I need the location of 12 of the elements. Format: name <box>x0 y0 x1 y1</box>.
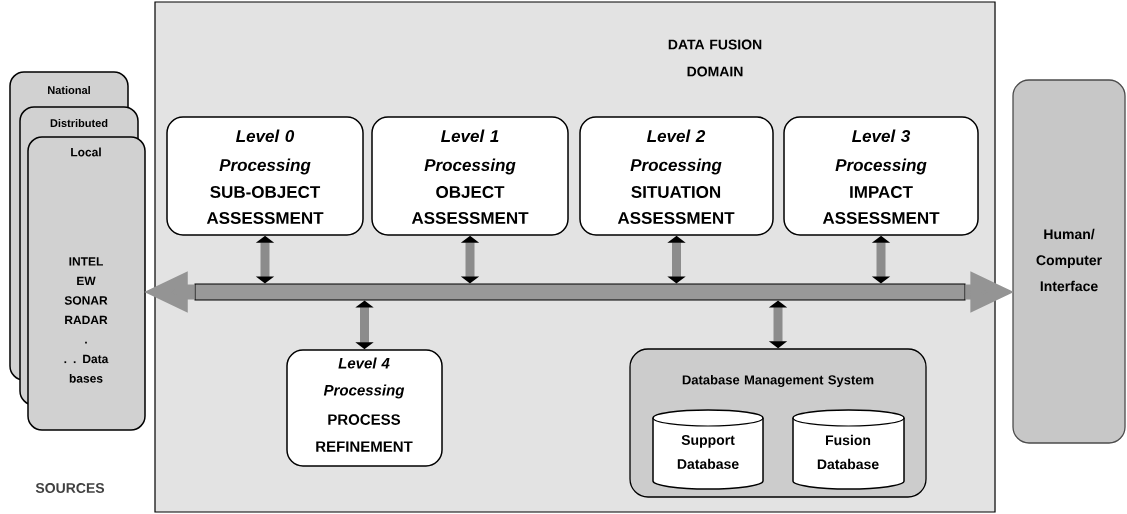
source-card: Local INTEL EW SONAR RADAR . . . Data bases <box>27 136 146 431</box>
process-box: Level 3 Processing IMPACT ASSESSMENT <box>783 116 979 236</box>
double-arrow <box>768 300 788 349</box>
database-cylinder: Fusion Database <box>792 409 905 490</box>
process-box: Level 4 Processing PROCESS REFINEMENT <box>286 349 443 467</box>
database-cylinder: Support Database <box>652 409 764 490</box>
section-label: SOURCES <box>35 483 105 493</box>
interface-box: Human/ Computer Interface <box>1012 79 1126 444</box>
data-bus <box>194 283 966 301</box>
process-box: Level 2 Processing SITUATION ASSESSMENT <box>579 116 774 236</box>
process-box: Level 1 Processing OBJECT ASSESSMENT <box>371 116 569 236</box>
process-box: Level 0 Processing SUB-OBJECT ASSESSMENT <box>166 116 364 236</box>
